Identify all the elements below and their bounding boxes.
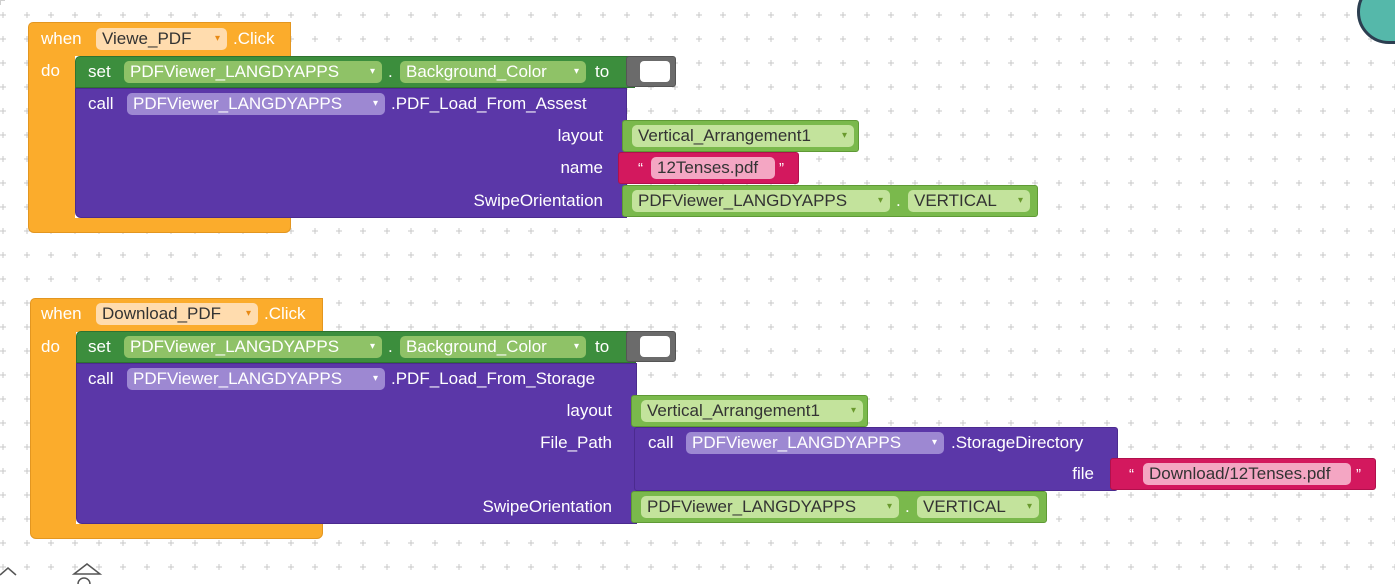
- when-label: when: [41, 29, 82, 48]
- dropdown-icon: ▾: [877, 195, 883, 206]
- property-dropdown[interactable]: Background_Color▾: [400, 61, 586, 83]
- method-name: .PDF_Load_From_Assest: [391, 94, 587, 113]
- component-dropdown[interactable]: PDFViewer_LANGDYAPPS▾: [124, 61, 382, 83]
- param-label-swipeorientation: SwipeOrientation: [482, 497, 612, 516]
- method-name: .StorageDirectory: [951, 433, 1084, 452]
- dropdown-icon: ▾: [850, 405, 856, 416]
- component-dropdown[interactable]: Download_PDF▾: [96, 303, 258, 325]
- dropdown-icon: ▾: [372, 98, 378, 109]
- param-label-swipeorientation: SwipeOrientation: [473, 191, 603, 210]
- component-dropdown[interactable]: Viewe_PDF▾: [96, 28, 227, 50]
- property-dropdown[interactable]: Background_Color▾: [400, 336, 586, 358]
- component-dropdown[interactable]: PDFViewer_LANGDYAPPS▾: [632, 190, 890, 212]
- call-label: call: [648, 433, 674, 452]
- dot-label: .: [905, 497, 910, 516]
- zoom-controls-icon[interactable]: [0, 560, 110, 584]
- color-swatch[interactable]: [640, 61, 670, 82]
- call-label: call: [88, 369, 114, 388]
- param-label-file-path: File_Path: [540, 433, 612, 452]
- text-value[interactable]: Download/12Tenses.pdf: [1143, 463, 1351, 485]
- dot-label: .: [896, 191, 901, 210]
- set-label: set: [88, 337, 111, 356]
- orientation-dropdown[interactable]: VERTICAL▾: [917, 496, 1039, 518]
- dropdown-icon: ▾: [369, 66, 375, 77]
- method-name: .PDF_Load_From_Storage: [391, 369, 596, 388]
- component-dropdown[interactable]: PDFViewer_LANGDYAPPS▾: [686, 432, 944, 454]
- component-dropdown[interactable]: PDFViewer_LANGDYAPPS▾: [124, 336, 382, 358]
- event-name: .Click: [264, 304, 306, 323]
- dropdown-icon: ▾: [214, 33, 220, 44]
- do-label: do: [41, 337, 60, 356]
- call-label: call: [88, 94, 114, 113]
- quote-close-icon: ”: [779, 160, 784, 177]
- dropdown-icon: ▾: [573, 341, 579, 352]
- dot-label: .: [388, 337, 393, 356]
- text-value[interactable]: 12Tenses.pdf: [651, 157, 775, 179]
- to-label: to: [595, 337, 610, 356]
- param-label-file: file: [1072, 464, 1094, 483]
- quote-open-icon: “: [638, 160, 643, 177]
- param-label-layout: layout: [566, 401, 612, 420]
- dropdown-icon: ▾: [931, 437, 937, 448]
- dropdown-icon: ▾: [245, 308, 251, 319]
- dropdown-icon: ▾: [1026, 501, 1032, 512]
- when-label: when: [41, 304, 82, 323]
- param-label-name: name: [560, 158, 603, 177]
- quote-open-icon: “: [1129, 466, 1134, 483]
- do-label: do: [41, 61, 60, 80]
- dropdown-icon: ▾: [886, 501, 892, 512]
- dropdown-icon: ▾: [1017, 195, 1023, 206]
- component-dropdown[interactable]: Vertical_Arrangement1▾: [632, 125, 854, 147]
- component-dropdown[interactable]: PDFViewer_LANGDYAPPS▾: [127, 368, 385, 390]
- component-dropdown[interactable]: Vertical_Arrangement1▾: [641, 400, 863, 422]
- dropdown-icon: ▾: [372, 373, 378, 384]
- param-label-layout: layout: [557, 126, 603, 145]
- component-dropdown[interactable]: PDFViewer_LANGDYAPPS▾: [127, 93, 385, 115]
- dropdown-icon: ▾: [841, 130, 847, 141]
- dropdown-icon: ▾: [369, 341, 375, 352]
- quote-close-icon: ”: [1356, 466, 1361, 483]
- to-label: to: [595, 62, 610, 81]
- component-dropdown[interactable]: PDFViewer_LANGDYAPPS▾: [641, 496, 899, 518]
- orientation-dropdown[interactable]: VERTICAL▾: [908, 190, 1030, 212]
- event-name: .Click: [233, 29, 275, 48]
- dot-label: .: [388, 62, 393, 81]
- set-label: set: [88, 62, 111, 81]
- color-swatch[interactable]: [640, 336, 670, 357]
- dropdown-icon: ▾: [573, 66, 579, 77]
